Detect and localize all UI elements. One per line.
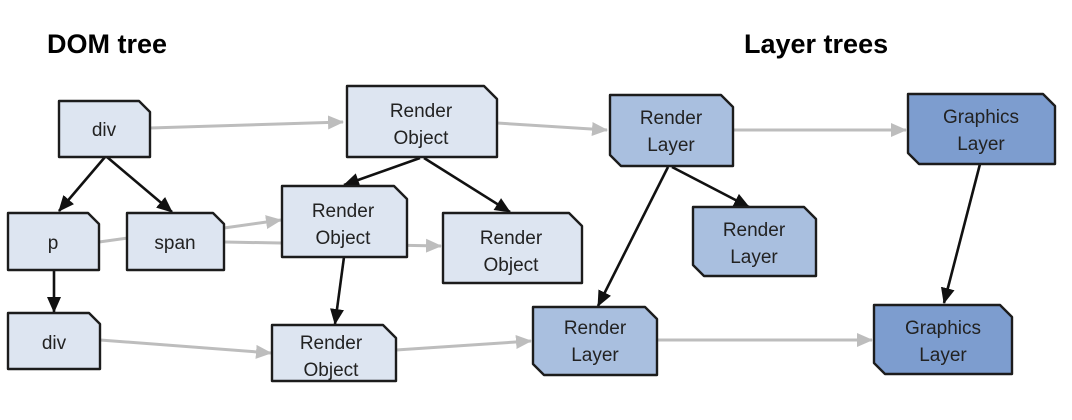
- render-object-bottom: Render Object: [270, 323, 398, 383]
- dom-node-div-root: div: [57, 99, 152, 159]
- edge-render-object-to-render-layer: [496, 121, 608, 137]
- node-label-line1: Render: [300, 333, 363, 354]
- edge-p-to-render-object: [98, 236, 129, 244]
- node-label-line2: Layer: [957, 134, 1005, 155]
- node-label-line2: Layer: [919, 345, 967, 366]
- node-label-line1: Render: [312, 201, 375, 222]
- node-label: div: [42, 333, 67, 354]
- render-layer-bottom: Render Layer: [531, 305, 659, 377]
- edge-render-layer-to-bottom-layer: [596, 166, 670, 307]
- dom-node-div-child: div: [6, 311, 102, 371]
- edge-render-object-to-right-child: [423, 156, 511, 214]
- layer-trees-title: Layer trees: [744, 29, 888, 59]
- edge-div-child-to-render-object: [99, 338, 272, 359]
- edge-div-to-render-object: [149, 115, 344, 130]
- render-layer-mid: Render Layer: [691, 205, 818, 278]
- dom-node-p: p: [6, 211, 101, 272]
- node-label-line1: Render: [723, 220, 786, 241]
- node-label-line1: Graphics: [943, 107, 1019, 128]
- edge-div-to-p: [58, 156, 106, 212]
- node-label-line2: Layer: [571, 345, 619, 366]
- node-label-line1: Render: [564, 318, 627, 339]
- node-label-line2: Object: [304, 360, 360, 381]
- node-label-line2: Object: [484, 255, 540, 276]
- render-object-top: Render Object: [345, 84, 499, 159]
- node-label-line1: Render: [480, 228, 543, 249]
- edge-graphics-layer-to-graphics-layer: [940, 163, 982, 304]
- edge-render-object-to-render-layer-bottom: [395, 335, 532, 352]
- node-label-line2: Object: [394, 128, 450, 149]
- node-label: p: [48, 233, 59, 254]
- node-label: div: [92, 120, 117, 141]
- graphics-layer-bottom: Graphics Layer: [872, 303, 1014, 376]
- dom-node-span: span: [125, 211, 226, 272]
- nodes: div p span div Render Object Render Obje…: [6, 84, 1057, 383]
- node-label-line1: Graphics: [905, 318, 981, 339]
- graphics-layer-top: Graphics Layer: [906, 92, 1057, 166]
- render-object-right: Render Object: [441, 211, 584, 285]
- node-label-line1: Render: [640, 108, 703, 129]
- edge-render-object-to-bottom-child: [330, 256, 346, 325]
- edge-render-object-to-child: [343, 156, 421, 187]
- render-layer-top: Render Layer: [608, 93, 735, 168]
- dom-tree-title: DOM tree: [47, 29, 167, 59]
- node-label-line2: Layer: [730, 247, 778, 268]
- render-object-mid: Render Object: [280, 184, 409, 259]
- node-label-line1: Render: [390, 101, 453, 122]
- edge-div-to-span: [106, 156, 173, 213]
- edge-span-to-render-object: [223, 215, 282, 230]
- tree-edges: [47, 156, 982, 325]
- node-label: span: [154, 233, 195, 254]
- edge-render-layer-to-render-layer: [671, 165, 750, 209]
- node-label-line2: Layer: [647, 135, 695, 156]
- node-label-line2: Object: [316, 228, 372, 249]
